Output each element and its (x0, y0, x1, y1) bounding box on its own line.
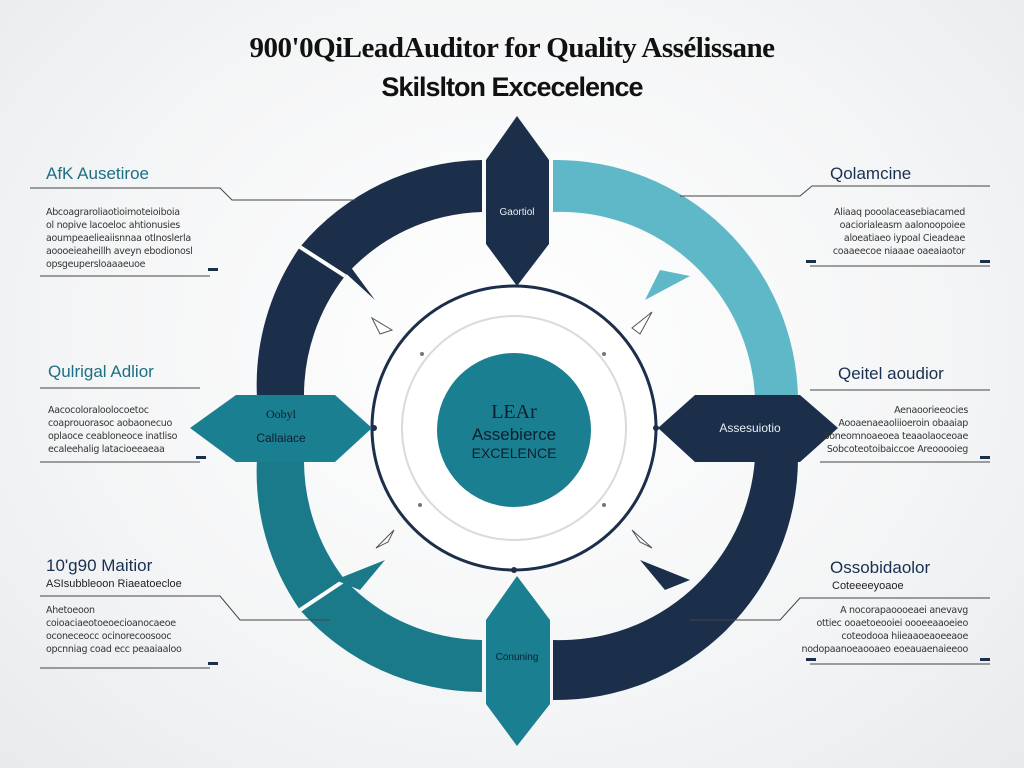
panel-body: A nocorapaoooeaei anevavg ottiec ooaetoe… (801, 605, 969, 655)
accent-dash (196, 456, 206, 459)
center-label-line1: LEAr (491, 401, 537, 423)
inner-ring (401, 315, 627, 541)
ring-dot (653, 425, 659, 431)
accent-dash (806, 658, 816, 661)
arrow-top-label: Gaortiol (499, 207, 534, 218)
ring-dot (371, 425, 377, 431)
panel-heading: 10'g90 Maitior (46, 556, 153, 575)
callout-line (40, 595, 330, 621)
arrowhead-icon (631, 311, 653, 335)
arrowhead-icon (370, 316, 394, 335)
ring-separator (298, 245, 347, 278)
arrow-left-label-line1: Oobyl (266, 407, 297, 421)
panel-body: Aliaaq pooolaceasebiacamed oaciorialeasm… (832, 207, 965, 257)
panel-heading: Qeitel aoudior (838, 364, 944, 383)
accent-dash (980, 658, 990, 661)
accent-dash (208, 662, 218, 665)
arrowhead-icon (640, 560, 690, 590)
ring-segment-top-right (553, 159, 798, 398)
panel-mid-left: Qulrigal Adlior Aacocoloraloolocoetoc co… (48, 362, 218, 456)
panel-heading: AfK Ausetiroe (46, 164, 150, 183)
arrowhead-icon (631, 529, 653, 549)
arrow-right (658, 395, 838, 462)
callout-line (680, 185, 990, 197)
panel-body: Aenaoorieeocies Aooaenaeaoliioeroin obaa… (823, 405, 968, 455)
panel-subheading: ASIsubbleoon Riaeatoecloe (46, 578, 182, 590)
arrow-bottom (486, 576, 550, 746)
accent-dash (208, 268, 218, 271)
ring-separator (298, 578, 347, 612)
panel-top-left: AfK Ausetiroe Abcoagraroliaotioimoteioib… (46, 164, 236, 271)
arrow-left-label-line2: Callaiace (256, 431, 306, 445)
panel-heading: Qulrigal Adlior (48, 362, 154, 381)
center-circle (437, 353, 591, 507)
ring-segment-right-lower (553, 458, 798, 701)
panel-mid-right: Qeitel aoudior Aenaoorieeocies Aooaenaea… (800, 364, 968, 456)
panel-bottom-left: 10'g90 Maitior ASIsubbleoon Riaeatoecloe… (46, 556, 236, 656)
ring-segment-left-lower (256, 458, 345, 610)
panel-heading: Qolamcine (830, 164, 912, 183)
arrow-top (486, 116, 549, 286)
callout-line (690, 597, 990, 621)
center-label-line3: EXCELENCE (472, 445, 557, 461)
arrow-left (190, 395, 372, 462)
ring-segment-bottom-left (300, 580, 482, 693)
center-label-line2: Assebierce (472, 425, 556, 444)
panel-body: Ahetoeoon coioaciaeotoeoecioanocaeoe oco… (46, 605, 182, 655)
ring-dot (602, 352, 606, 356)
arrowhead-icon (645, 270, 690, 300)
panel-subheading: Coteeeeyoaoe (832, 580, 904, 592)
arrowhead-icon (325, 232, 375, 300)
arrow-bottom-label: Conuning (496, 652, 539, 663)
ring-segment-left-upper (256, 247, 345, 398)
arrow-right-label: Assesuiotio (719, 421, 781, 435)
panel-heading: Ossobidaolor (830, 558, 931, 577)
arrowhead-icon (375, 529, 395, 549)
panel-body: Abcoagraroliaotioimoteioiboia ol nopive … (46, 207, 193, 270)
panel-top-right: Qolamcine Aliaaq pooolaceasebiacamed oac… (790, 164, 965, 258)
page-subtitle: Skilslton Excecelence (381, 72, 643, 102)
ring-dot (418, 503, 422, 507)
ring-segment-top-left (300, 160, 482, 276)
accent-dash (980, 456, 990, 459)
page-title: 900'0QiLeadAuditor for Quality Assélissa… (249, 32, 775, 64)
ring-dot (420, 352, 424, 356)
callout-line (30, 187, 356, 201)
accent-dash (980, 260, 990, 263)
ring-dot (602, 503, 606, 507)
panel-bottom-right: Ossobidaolor Coteeeeyoaoe A nocorapaoooe… (790, 558, 969, 656)
accent-dash (806, 260, 816, 263)
panel-body: Aacocoloraloolocoetoc coaprouorasoc aoba… (48, 405, 178, 455)
arrowhead-icon (335, 560, 385, 590)
ring-dot (511, 567, 517, 573)
